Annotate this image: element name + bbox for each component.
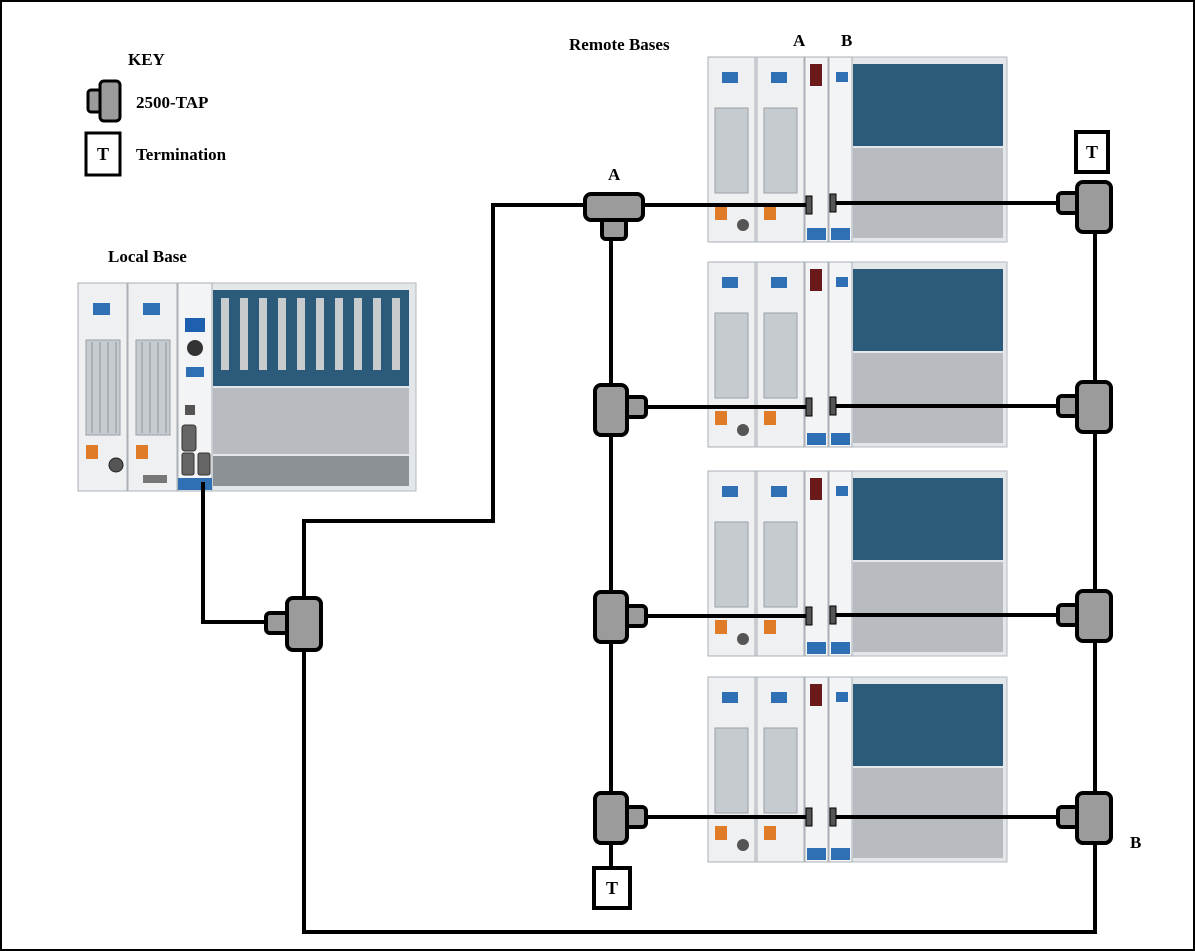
tap-b-1 [1056,180,1113,234]
key-title: KEY [128,50,165,69]
local-backplane [213,290,409,486]
remote-base-1 [707,56,1008,243]
remote-port-connectors [805,193,837,827]
network-cables [201,201,1097,934]
key-termination-icon [84,131,122,177]
remote-port-a-label: A [793,31,806,50]
tap-b-4 [1056,791,1113,845]
tap-a-label: A [608,165,621,184]
remote-base-4 [707,676,1008,863]
remote-bases-title: Remote Bases [569,35,670,54]
remote-base-3 [707,470,1008,657]
local-base-title: Local Base [108,247,187,266]
local-power-module-2 [127,282,178,492]
key-legend: KEY 2500-TAP T Termination [84,50,227,177]
termination-bottom-symbol: T [606,878,618,898]
key-termination-label: Termination [136,145,227,164]
termination-top: T [1074,130,1110,174]
local-base-chassis [77,282,417,492]
tap-b-3 [1056,589,1113,643]
tap-a [583,192,645,241]
remote-base-2 [707,261,1008,448]
trunk-cable-b [302,650,1097,934]
tap-a-4 [593,791,648,845]
tap-a-2 [593,383,648,437]
termination-bottom: T [592,866,632,910]
tap-a-3 [593,590,648,644]
key-tap-icon [86,79,122,123]
trunk-cable-a [302,203,585,600]
tap-b-2 [1056,380,1113,434]
key-termination-symbol: T [97,144,109,164]
remote-port-b-label: B [841,31,852,50]
local-cpu-module [177,282,213,492]
bus-b-label: B [1130,833,1141,852]
local-drop-cable [201,482,268,624]
termination-top-symbol: T [1086,142,1098,162]
tap-local [264,596,323,652]
key-tap-label: 2500-TAP [136,93,208,112]
local-power-module-1 [77,282,128,492]
